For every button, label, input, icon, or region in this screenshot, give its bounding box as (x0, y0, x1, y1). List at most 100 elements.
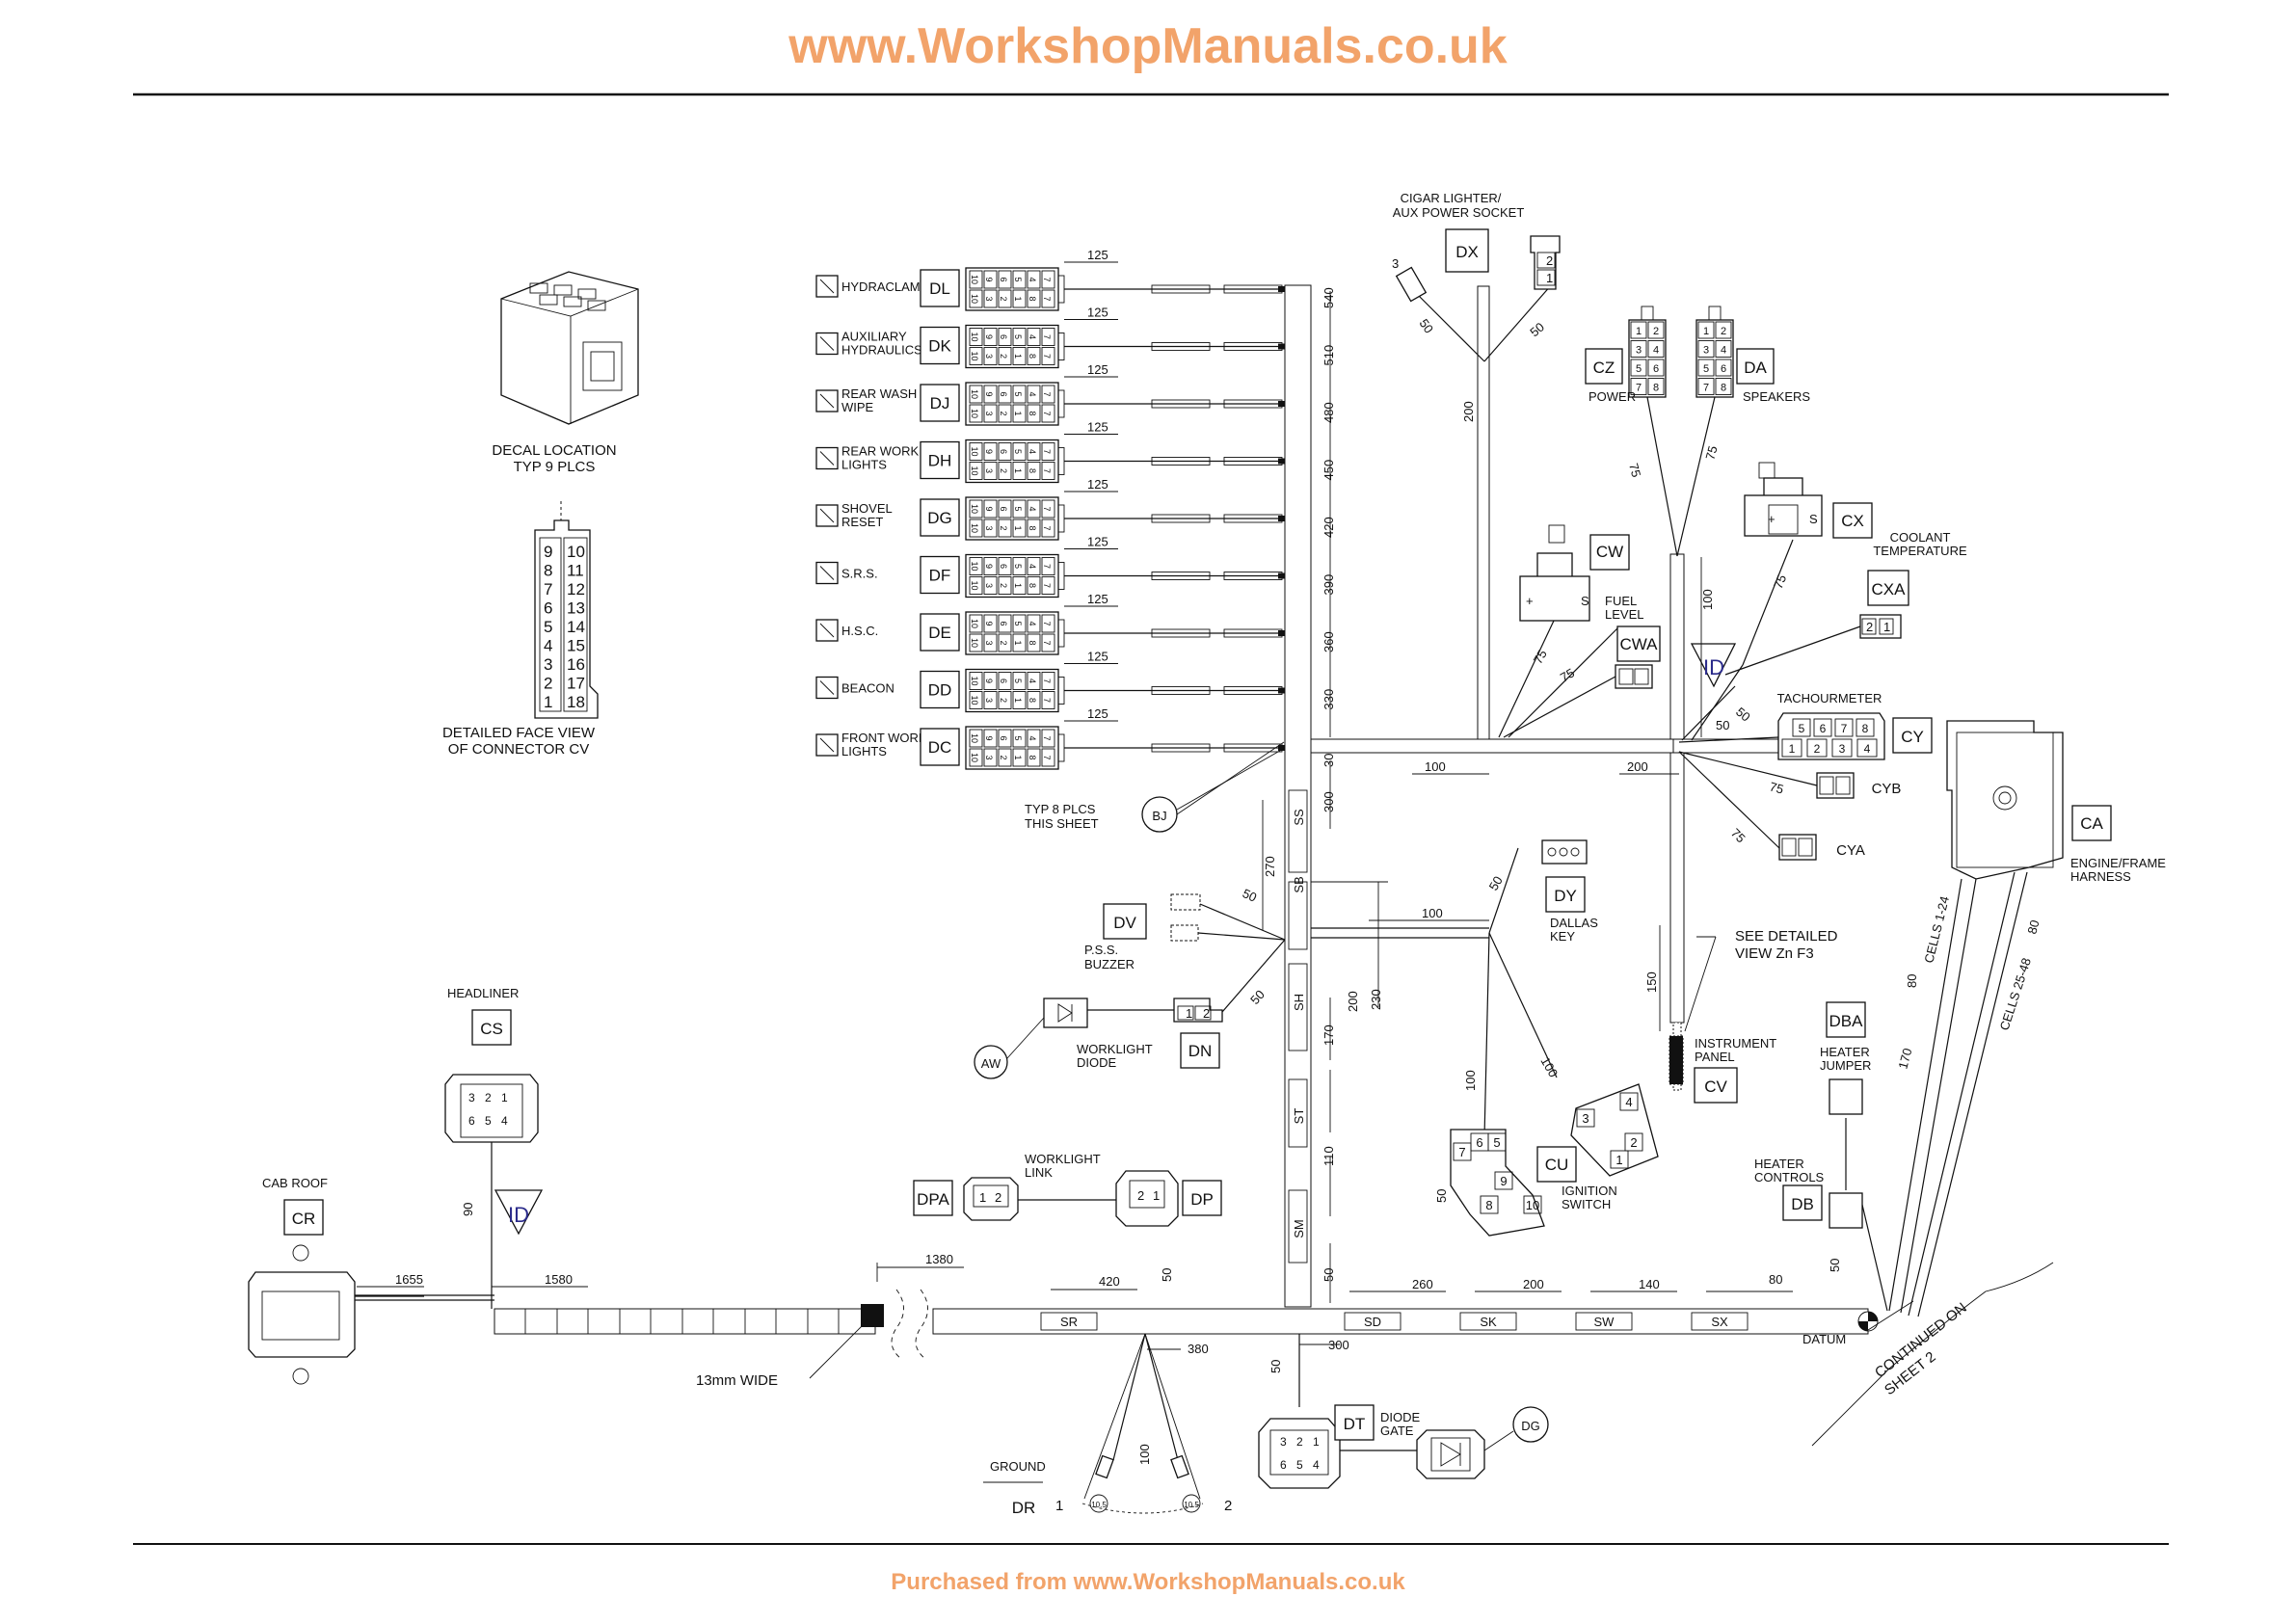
pin-number: 4 (1313, 1458, 1320, 1472)
pin-number: 3 (1703, 345, 1709, 357)
cu-label1: IGNITION (1562, 1184, 1617, 1198)
pin-number: 1 (1636, 326, 1642, 337)
dimension-lines (357, 291, 1793, 1350)
pin-number: 7 (1841, 722, 1848, 735)
pin-number: 2 (999, 698, 1008, 703)
main-trunk (1284, 284, 1312, 1308)
pin-number: 4 (1028, 391, 1037, 396)
dim-170: 170 (1322, 1024, 1336, 1046)
switch-code: DK (928, 337, 951, 356)
section-sk: SK (1480, 1315, 1497, 1329)
pin-number: 8 (1485, 1198, 1492, 1212)
switch-label: H.S.C. (841, 624, 878, 638)
pin-number: 10 (970, 638, 979, 648)
pin-number: 4 (1721, 345, 1726, 357)
cv-pin: 18 (567, 693, 585, 711)
pin-number: 2 (999, 755, 1008, 759)
pin-number: 3 (1839, 742, 1846, 756)
dp-pin2: 2 (1137, 1188, 1144, 1203)
pin-number: 1 (1313, 1435, 1320, 1449)
dim-50j: 50 (1733, 705, 1753, 725)
pin-number: 3 (984, 411, 994, 415)
cxa-pin1: 1 (1883, 620, 1890, 634)
pin-number: 5 (1493, 1135, 1500, 1150)
pin-number: 3 (1582, 1111, 1589, 1126)
connector-ca (1888, 720, 2112, 1317)
switch-label: S.R.S. (841, 567, 878, 581)
pin-number: 7 (1703, 383, 1709, 394)
dba-label2: JUMPER (1820, 1058, 1871, 1073)
dpa-label2: LINK (1025, 1165, 1053, 1180)
switch-dim: 125 (1087, 706, 1108, 721)
section-sx: SX (1711, 1315, 1728, 1329)
pin-number: 2 (999, 583, 1008, 588)
dim-80c: 80 (2024, 918, 2042, 936)
pin-number: 5 (1013, 735, 1023, 740)
dim-300b: 300 (1322, 791, 1336, 812)
aw-code: AW (981, 1056, 1001, 1071)
switch-spacing: 420 (1322, 517, 1336, 538)
cs-label: HEADLINER (447, 986, 519, 1000)
pin-number: 8 (1862, 722, 1869, 735)
cv-pin: 1 (544, 693, 552, 711)
cv-pin: 17 (567, 675, 585, 693)
dx-code: DX (1455, 243, 1479, 261)
pin-number: 10 (970, 523, 979, 533)
pin-number: 8 (1028, 755, 1037, 759)
cv-pin: 2 (544, 675, 552, 693)
pin-number: 7 (1042, 391, 1052, 396)
pin-number: 4 (1028, 449, 1037, 454)
pin-number: 7 (1042, 735, 1052, 740)
id-code-2: ID (508, 1203, 529, 1227)
pin-number: 1 (1013, 640, 1023, 645)
decal-location-line1: DECAL LOCATION (492, 442, 616, 459)
pin-number: 9 (984, 678, 994, 683)
pin-number: 5 (1013, 621, 1023, 625)
switch-code: DG (927, 509, 952, 527)
cz-label: POWER (1589, 389, 1636, 404)
pin-number: 4 (1028, 678, 1037, 683)
pin-number: 7 (1042, 564, 1052, 569)
cy-label: TACHOURMETER (1777, 691, 1882, 705)
pin-number: 10 (970, 695, 979, 705)
dim-110: 110 (1322, 1146, 1336, 1166)
pin-number: 1 (1013, 525, 1023, 530)
aw-circle (974, 1045, 1008, 1079)
section-sb: SB (1292, 876, 1306, 892)
cx-code: CX (1841, 512, 1864, 530)
da-label: SPEAKERS (1743, 389, 1810, 404)
pin-number: 1 (1013, 411, 1023, 415)
pin-number: 6 (999, 334, 1008, 339)
dim-50b: 50 (1268, 1360, 1283, 1373)
connector-dv-dn-aw (1006, 893, 1286, 1069)
pin-number: 5 (1013, 564, 1023, 569)
pin-number: 10 (970, 275, 979, 284)
cv-label2: PANEL (1695, 1050, 1735, 1064)
dr-label: GROUND (990, 1459, 1046, 1474)
pin-number: 6 (999, 391, 1008, 396)
pin-number: 9 (984, 506, 994, 511)
section-st: ST (1292, 1108, 1306, 1125)
pin-number: 10 (1526, 1198, 1539, 1212)
dim-170b: 170 (1895, 1047, 1914, 1071)
dim-75e: 75 (1771, 572, 1789, 591)
dba-label1: HEATER (1820, 1045, 1870, 1059)
dt-label1: DIODE (1380, 1410, 1421, 1424)
pin-number: 6 (999, 564, 1008, 569)
width-label: 13mm WIDE (696, 1372, 778, 1389)
dx-pin3: 3 (1392, 256, 1399, 271)
pin-number: 8 (1721, 383, 1726, 394)
pin-number: 5 (1013, 277, 1023, 281)
switch-label-2: RESET (841, 515, 883, 529)
pin-number: 9 (1500, 1174, 1507, 1188)
pin-number: 2 (1814, 742, 1821, 756)
pin-number: 1 (1615, 1153, 1622, 1167)
pin-number: 5 (1013, 334, 1023, 339)
pin-number: 7 (1042, 755, 1052, 759)
pin-number: 10 (970, 504, 979, 514)
pin-number: 9 (984, 564, 994, 569)
ca-code: CA (2080, 814, 2103, 833)
